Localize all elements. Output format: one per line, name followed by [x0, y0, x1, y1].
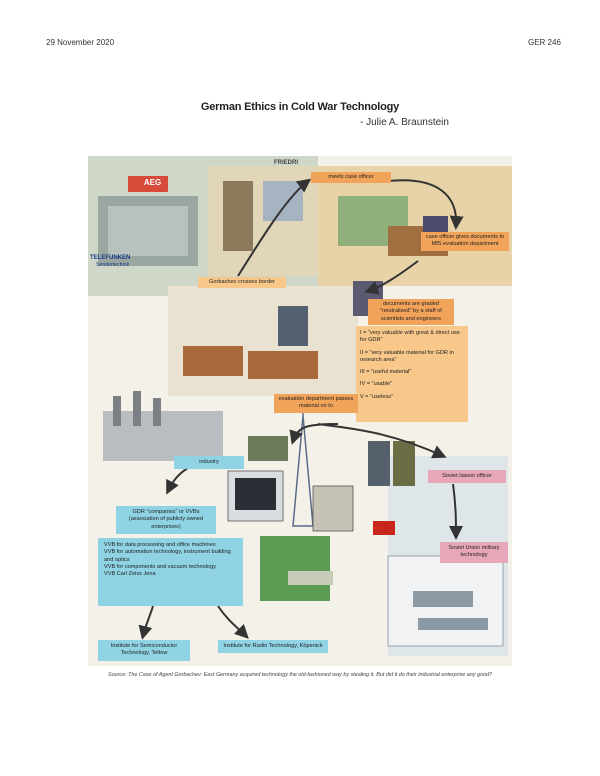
friedrich-sign: FRIEDRI [274, 160, 298, 166]
label-evaluation-passes: evaluation department passes material on… [274, 394, 358, 413]
grade-1: I = "very valuable with great & direct u… [360, 330, 460, 344]
espionage-flow-illustration: AEG TELEFUNKEN Sendertechnik FRIEDRI mee… [88, 156, 512, 666]
label-institute-semiconductor: Institute for Semiconductor Technology, … [98, 640, 190, 661]
grade-2: II = "very valuable material for GDR in … [360, 349, 454, 363]
label-gorbachev-crosses: Gorbachev crosses border [198, 277, 286, 289]
grade-5: V = "useless" [360, 393, 394, 400]
header-course: GER 246 [528, 38, 561, 47]
grade-4: IV = "usable" [360, 381, 393, 388]
vvb-item: VVB for components and vacuum technology [104, 563, 216, 570]
label-meets-case-officer: meets case officer [311, 172, 391, 184]
header-date: 29 November 2020 [46, 38, 115, 47]
vvb-list: VVB for data processing and office machi… [98, 538, 243, 606]
aeg-sign: AEG [143, 178, 162, 187]
label-soviet-liaison: Soviet liaison officer [428, 470, 506, 484]
grading-scale-box: I = "very valuable with great & direct u… [356, 326, 468, 422]
label-case-officer-gives: case officer gives documents to MfS eval… [421, 232, 509, 251]
vvb-item: VVB for data processing and office machi… [104, 542, 216, 548]
document-title: German Ethics in Cold War Technology [200, 101, 400, 113]
label-soviet-union-military: Soviet Union military technology [440, 542, 508, 563]
grade-3: III = "useful material" [360, 369, 412, 376]
label-institute-radio: Institute for Radio Technology, Köpenick [218, 640, 328, 654]
figure-caption: Source: The Case of Agent Gorbachev: Eas… [108, 672, 492, 678]
label-documents-graded: documents are graded "neutralized" by a … [368, 299, 454, 325]
telefunken-sign: TELEFUNKEN [90, 255, 131, 261]
sendertechnik-sign: Sendertechnik [96, 262, 130, 268]
label-industry: industry [174, 456, 244, 470]
author: - Julie A. Braunstein [360, 117, 449, 128]
label-gdr-companies: GDR "companies" or VVBs (association of … [116, 506, 216, 534]
vvb-item: VVB for automation technology, instrumen… [104, 549, 231, 563]
vvb-item: VVB Carl Zeiss Jena [104, 571, 156, 578]
